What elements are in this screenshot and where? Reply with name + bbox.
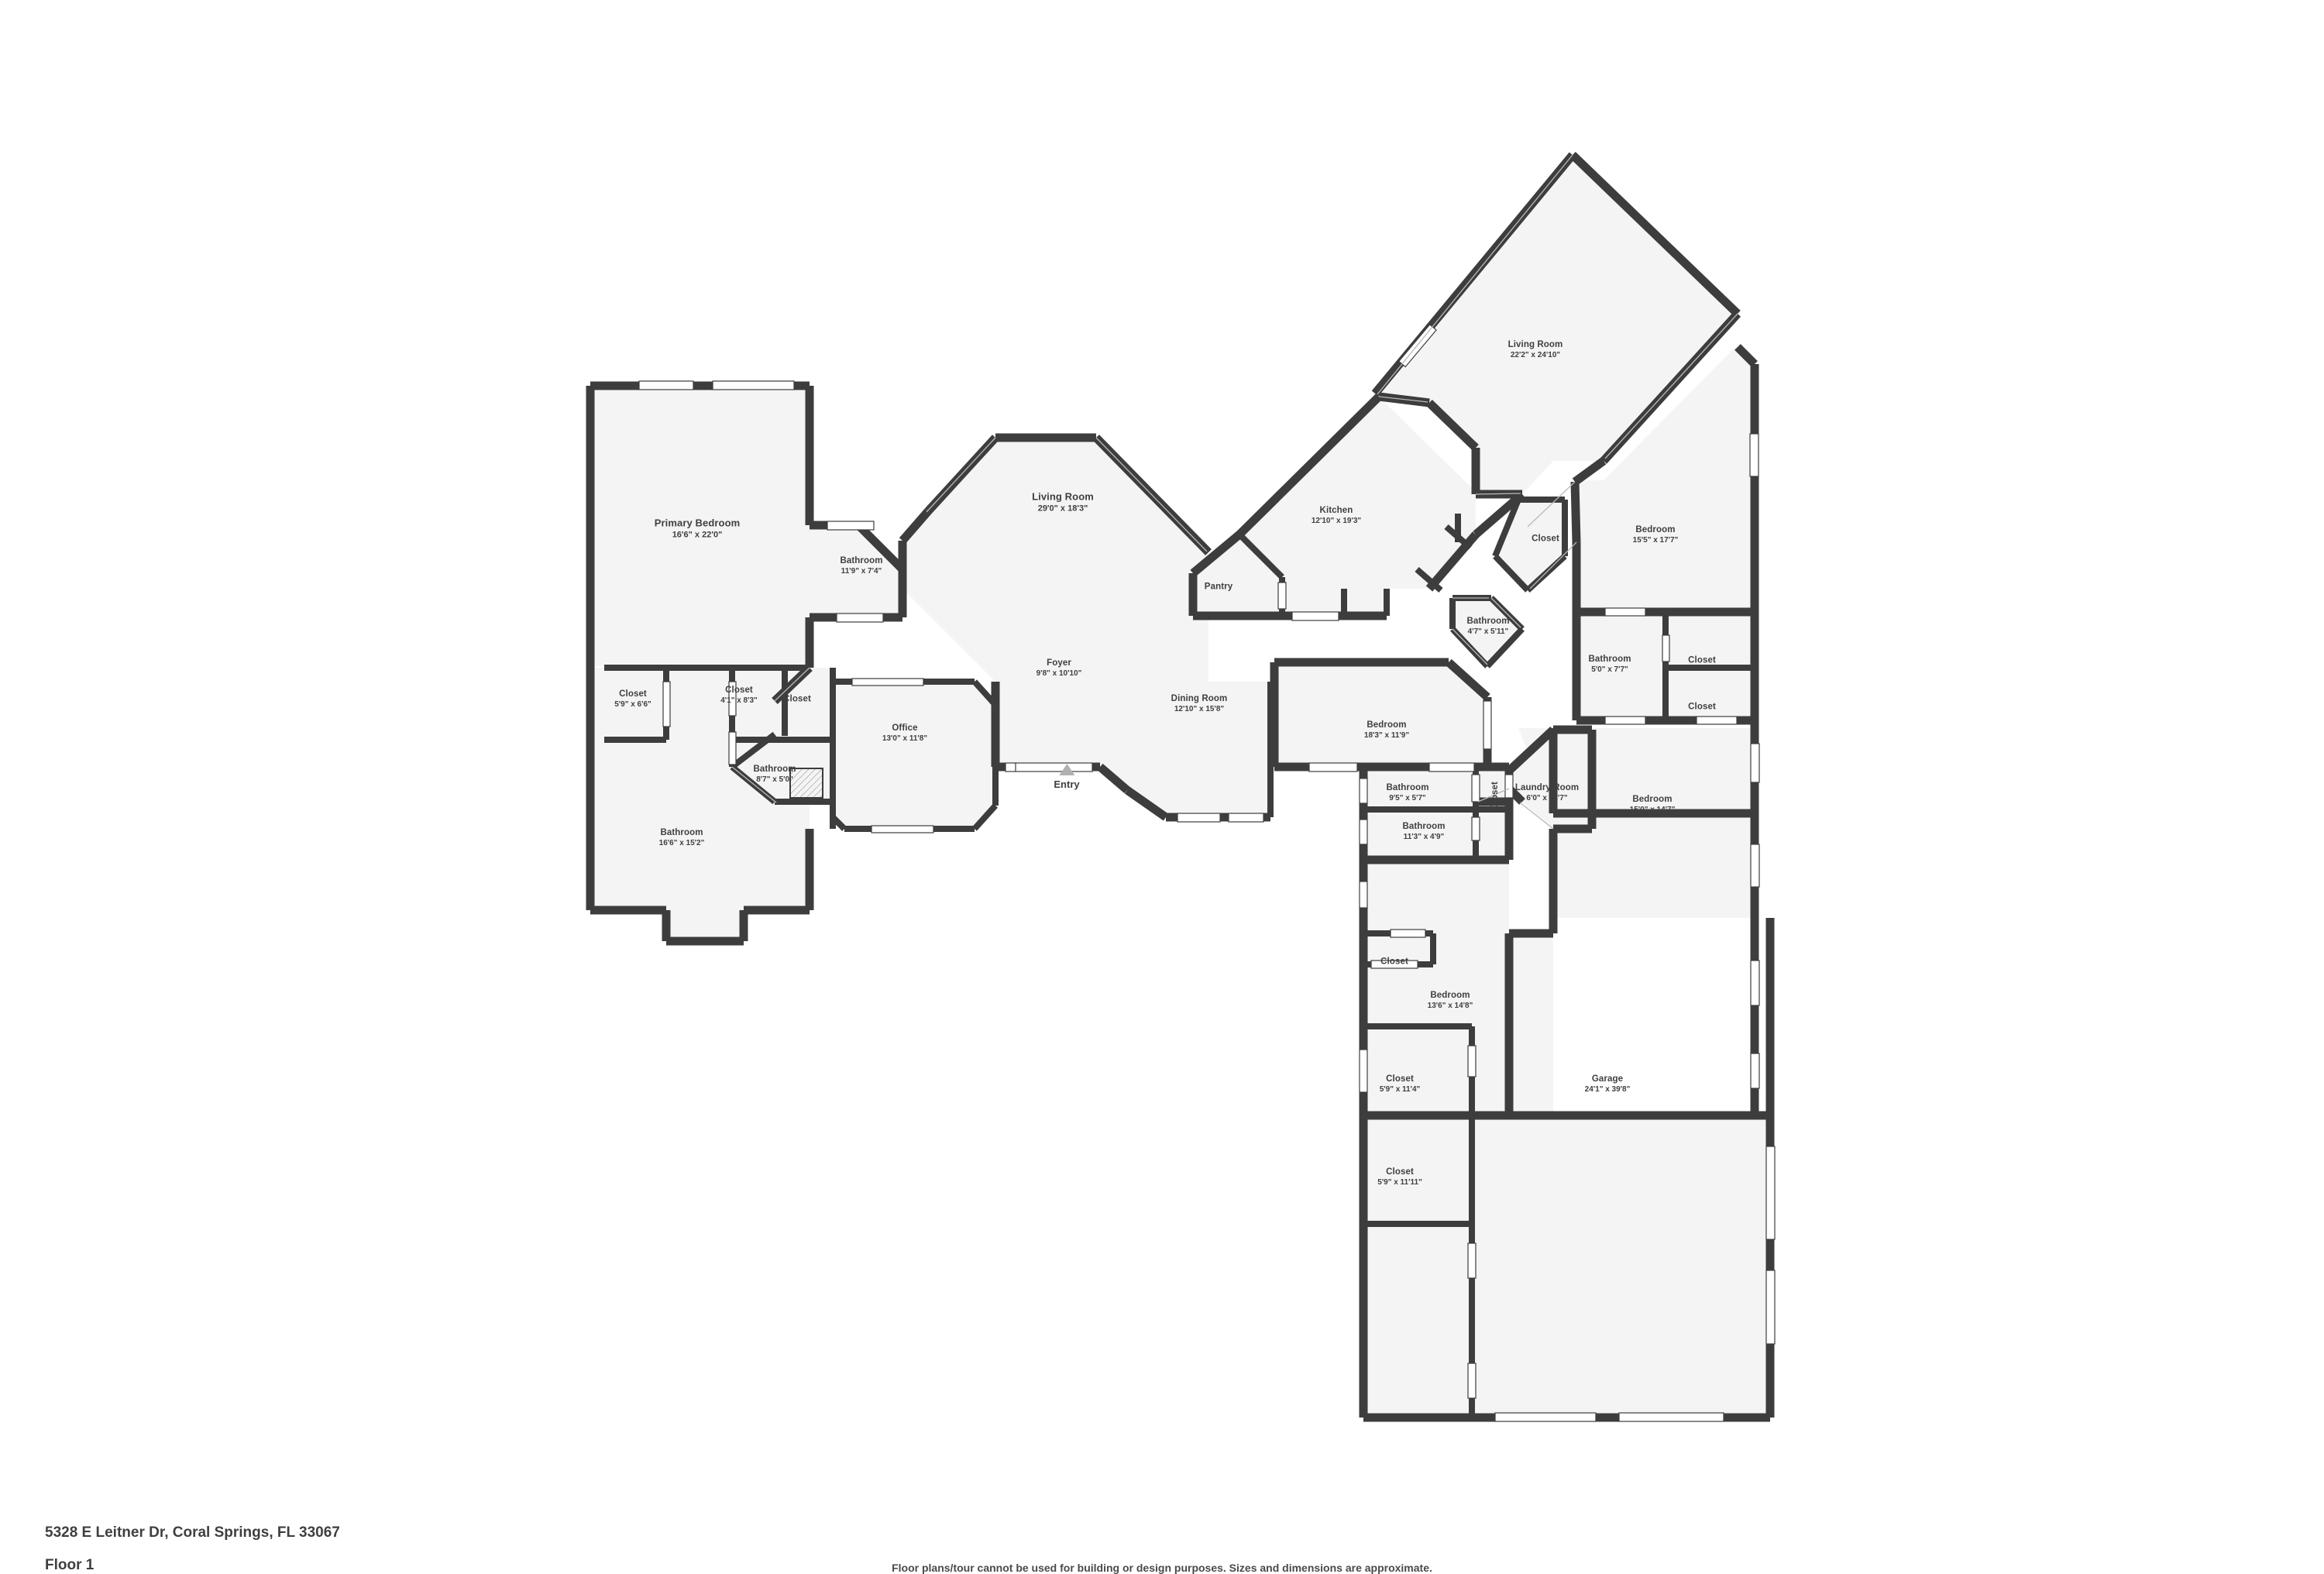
- hatched-fixture: [789, 768, 823, 799]
- disclaimer-text: Floor plans/tour cannot be used for buil…: [892, 1562, 1432, 1574]
- property-address: 5328 E Leitner Dr, Coral Springs, FL 330…: [45, 1524, 340, 1541]
- door-swing-layer: [731, 154, 1738, 830]
- floor-label: Floor 1: [45, 1557, 95, 1573]
- room-fill-layer: [590, 155, 1770, 1418]
